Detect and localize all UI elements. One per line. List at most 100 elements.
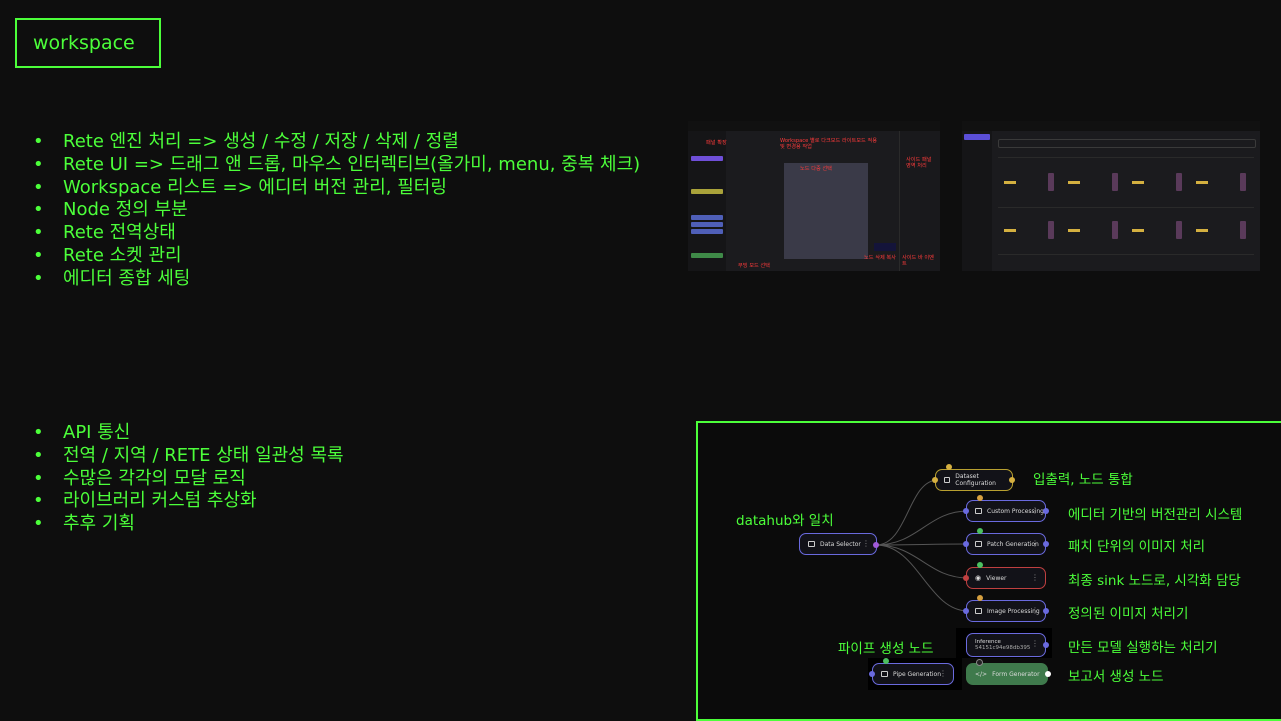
- node-label: Data Selector: [820, 540, 861, 548]
- output-port[interactable]: [1043, 642, 1049, 648]
- input-port[interactable]: [869, 671, 875, 677]
- list-item: Rete UI => 드래그 앤 드롭, 마우스 인터렉티브(올가미, menu…: [33, 154, 640, 177]
- output-port[interactable]: [1045, 671, 1051, 677]
- node-label: Image Processing: [987, 607, 1040, 615]
- feature-list-bottom: API 통신 전역 / 지역 / RETE 상태 일관성 목록 수많은 각각의 …: [33, 422, 344, 536]
- status-dot: [977, 595, 983, 601]
- sidebar-chip: [691, 215, 723, 220]
- label-pipe: 파이프 생성 노드: [838, 641, 934, 657]
- list-item: Rete 엔진 처리 => 생성 / 수정 / 저장 / 삭제 / 정렬: [33, 131, 640, 154]
- output-port[interactable]: [1043, 608, 1049, 614]
- node-label: Inference: [975, 639, 1001, 645]
- label-patch: 패치 단위의 이미지 처리: [1068, 539, 1206, 555]
- screenshot-topbar: [962, 121, 1260, 131]
- node-id: 54151c94e98db395: [975, 645, 1031, 651]
- divider: [998, 254, 1254, 255]
- card-bar: [1240, 221, 1246, 239]
- note: 노드 삭제 복사: [864, 255, 896, 261]
- note: 무빙 모드 선택: [738, 263, 770, 269]
- status-dot: [977, 528, 983, 534]
- window-icon: [975, 508, 982, 514]
- status-dot: [976, 659, 983, 666]
- more-icon[interactable]: ⋮: [1031, 539, 1039, 548]
- input-port[interactable]: [963, 508, 969, 514]
- form-generator-node[interactable]: </> Form Generator: [966, 663, 1048, 685]
- label-model: 만든 모델 실행하는 처리기: [1068, 640, 1218, 656]
- patch-generation-node[interactable]: Patch Generation ⋮: [966, 533, 1046, 555]
- status-dot: [977, 495, 983, 501]
- card-grid: [998, 161, 1254, 271]
- label-version: 에디터 기반의 버전관리 시스템: [1068, 507, 1243, 523]
- status-dot: [946, 464, 952, 470]
- more-icon[interactable]: ⋮: [1031, 506, 1039, 515]
- feature-list-top: Rete 엔진 처리 => 생성 / 수정 / 저장 / 삭제 / 정렬 Ret…: [33, 131, 640, 291]
- screenshot-sidebar: [688, 131, 726, 271]
- list-item: Rete 전역상태: [33, 222, 640, 245]
- status-dot: [977, 562, 983, 568]
- node-diagram-panel: Data Selector ⋮ Dataset Configuration Cu…: [696, 421, 1281, 721]
- sidebar-chip: [691, 189, 723, 194]
- image-processing-node[interactable]: Image Processing ⋮: [966, 600, 1046, 622]
- selection-area: [784, 163, 868, 259]
- screenshot-sidebar: [962, 131, 992, 271]
- note: 노드 다중 선택: [800, 166, 832, 172]
- more-icon[interactable]: ⋮: [862, 539, 870, 548]
- code-icon: </>: [975, 670, 988, 678]
- pipe-generation-node[interactable]: Pipe Generation ⋮: [872, 663, 954, 685]
- card-bar: [1176, 221, 1182, 239]
- divider: [998, 207, 1254, 208]
- node-label: Pipe Generation: [893, 670, 942, 678]
- note: 사이드 바 이벤트: [902, 255, 934, 267]
- node-label: Viewer: [986, 574, 1007, 582]
- node-label: Dataset Configuration: [955, 473, 996, 487]
- input-port[interactable]: [963, 608, 969, 614]
- connection-lines: [875, 479, 969, 612]
- viewer-node[interactable]: ◉ Viewer ⋮: [966, 567, 1046, 589]
- card-bar: [1112, 221, 1118, 239]
- workspace-list-screenshot: [962, 121, 1260, 271]
- label-defined: 정의된 이미지 처리기: [1068, 606, 1189, 622]
- inference-node[interactable]: Inference 54151c94e98db395 ⋮: [966, 633, 1046, 657]
- label-io: 입출력, 노드 통합: [1033, 472, 1133, 488]
- note: 사이드 패널 영역 처리: [906, 157, 932, 169]
- dataset-configuration-node[interactable]: Dataset Configuration: [935, 469, 1013, 491]
- window-icon: [975, 541, 982, 547]
- output-port[interactable]: [1009, 477, 1015, 483]
- label-datahub: datahub와 일치: [736, 513, 834, 529]
- data-selector-node[interactable]: Data Selector ⋮: [799, 533, 877, 555]
- list-item: Node 정의 부분: [33, 199, 640, 222]
- list-item: Rete 소켓 관리: [33, 245, 640, 268]
- card-bar: [1048, 221, 1054, 239]
- sidebar-chip: [691, 222, 723, 227]
- more-icon[interactable]: ⋮: [1031, 573, 1039, 582]
- sidebar-chip: [964, 134, 990, 140]
- list-item: 전역 / 지역 / RETE 상태 일관성 목록: [33, 445, 344, 468]
- output-port[interactable]: [1043, 541, 1049, 547]
- list-item: Workspace 리스트 => 에디터 버전 관리, 필터링: [33, 177, 640, 200]
- more-icon[interactable]: ⋮: [1031, 639, 1039, 648]
- node-label: Form Generator: [992, 670, 1040, 678]
- divider: [998, 157, 1254, 158]
- input-port[interactable]: [932, 477, 938, 483]
- sidebar-chip: [691, 253, 723, 258]
- label-sink: 최종 sink 노드로, 시각화 담당: [1068, 573, 1241, 589]
- custom-processing-node[interactable]: Custom Processing ⋮: [966, 500, 1046, 522]
- sidebar-chip: [691, 156, 723, 161]
- more-icon[interactable]: ⋮: [1031, 606, 1039, 615]
- sidebar-chip: [691, 229, 723, 234]
- screenshot-topbar: [688, 121, 940, 131]
- status-dot: [883, 658, 889, 664]
- more-icon[interactable]: ⋮: [939, 669, 947, 678]
- minimap: [874, 243, 896, 251]
- list-item: 라이브러리 커스텀 추상화: [33, 490, 344, 513]
- input-port[interactable]: [963, 575, 969, 581]
- card-bar: [1240, 173, 1246, 191]
- eye-icon: ◉: [975, 574, 982, 582]
- file-icon: [808, 541, 815, 547]
- card-bar: [1048, 173, 1054, 191]
- list-item: 에디터 종합 세팅: [33, 268, 640, 291]
- input-port[interactable]: [963, 541, 969, 547]
- output-port[interactable]: [1043, 508, 1049, 514]
- node-label: Custom Processing: [987, 507, 1044, 515]
- output-port[interactable]: [873, 542, 879, 548]
